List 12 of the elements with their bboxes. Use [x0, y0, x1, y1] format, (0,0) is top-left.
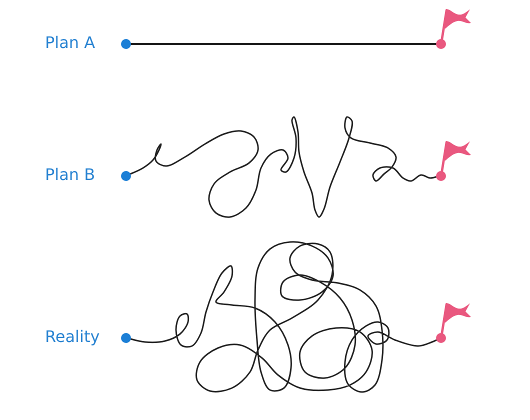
goal-flag [436, 140, 472, 181]
start-dot [121, 333, 131, 343]
goal-flag [436, 302, 472, 343]
start-dot [121, 171, 131, 181]
row-label: Reality [45, 327, 100, 347]
path-line [130, 43, 437, 45]
start-dot [121, 39, 131, 49]
goal-flag [436, 8, 472, 49]
path-line [130, 241, 438, 393]
row-label: Plan B [45, 165, 96, 185]
path-line [130, 116, 437, 218]
row-label: Plan A [45, 33, 96, 53]
